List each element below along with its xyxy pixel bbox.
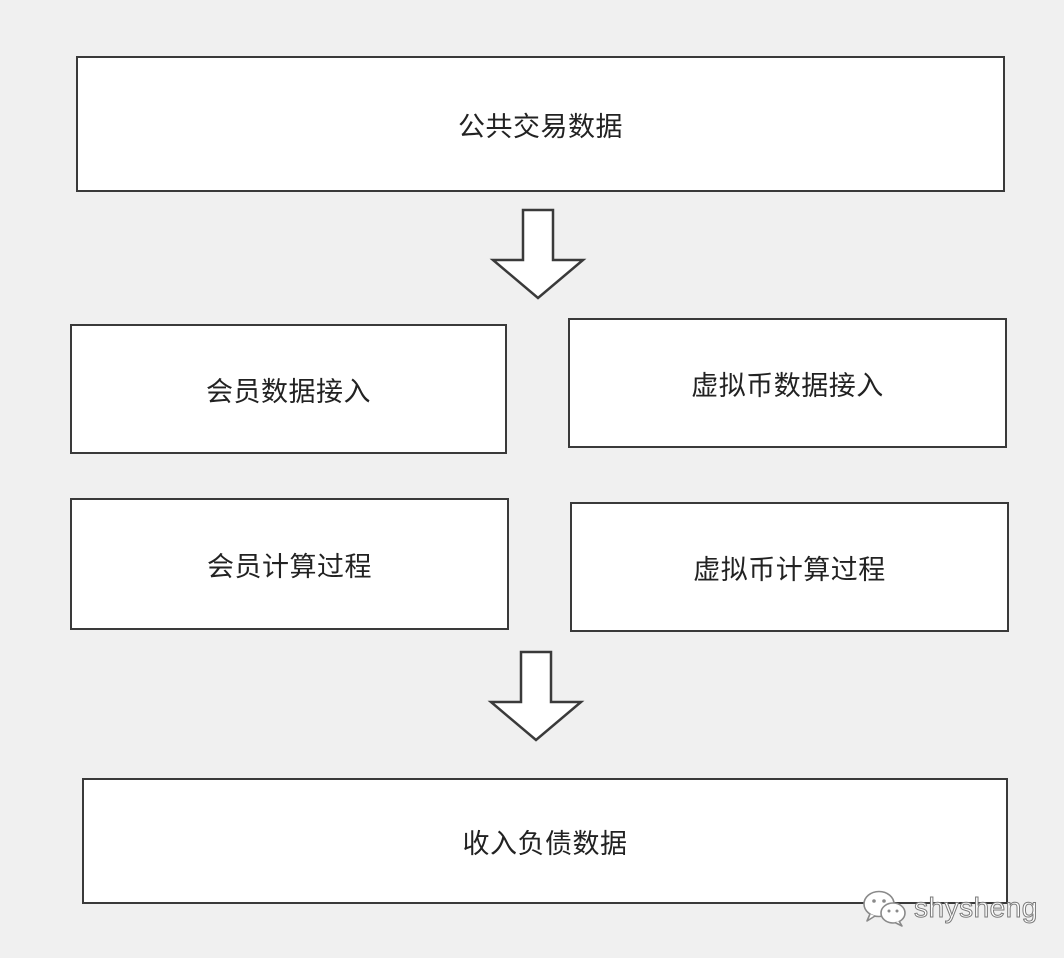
box-crypto-calculation: 虚拟币计算过程 bbox=[570, 502, 1009, 632]
box-member-data-ingest: 会员数据接入 bbox=[70, 324, 507, 454]
down-arrow-2 bbox=[487, 650, 585, 742]
box-label: 虚拟币计算过程 bbox=[693, 554, 886, 586]
wechat-icon bbox=[863, 890, 906, 927]
box-label: 虚拟币数据接入 bbox=[691, 370, 884, 402]
down-arrow-1 bbox=[489, 208, 587, 300]
watermark: shysheng bbox=[862, 886, 1038, 930]
box-label: 收入负债数据 bbox=[462, 828, 628, 860]
box-label: 公共交易数据 bbox=[458, 111, 623, 143]
watermark-text: shysheng bbox=[914, 892, 1038, 924]
box-crypto-data-ingest: 虚拟币数据接入 bbox=[568, 318, 1007, 448]
box-income-liability-data: 收入负债数据 bbox=[82, 778, 1008, 904]
box-public-trade-data: 公共交易数据 bbox=[76, 56, 1005, 192]
box-label: 会员数据接入 bbox=[206, 376, 371, 408]
box-member-calculation: 会员计算过程 bbox=[70, 498, 509, 630]
box-label: 会员计算过程 bbox=[207, 551, 372, 583]
